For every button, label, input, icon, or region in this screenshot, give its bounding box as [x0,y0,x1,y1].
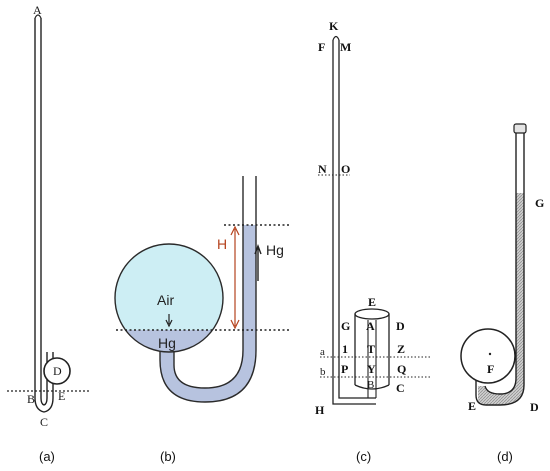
panel-c-tube-left [332,40,376,405]
panel-d-label-F: F [487,362,494,376]
panel-a-label-left: B [27,392,35,406]
panel-d-bulb [460,328,516,384]
panel-b-air-label: Air [157,292,174,308]
panel-c-label-Y: Y [367,362,376,376]
panel-a-tube-top [34,14,42,19]
panel-a: A D B E C (a) [7,3,90,464]
panel-a-label-bulb: D [53,364,62,378]
panel-c-label-M: M [340,40,351,54]
panel-a-bulb [43,357,71,385]
panel-b-tube-inner [173,225,244,389]
panel-d-caption: (d) [497,449,513,464]
panel-d-bulb-dot [488,352,492,356]
panel-a-label-top: A [33,3,42,17]
panel-c-label-P: P [341,362,348,376]
panel-c-label-H: H [315,403,325,417]
panel-c-label-E: E [368,295,376,309]
panel-b-pressure-arrow-head [165,319,173,328]
panel-d-tube-left [484,132,517,395]
panel-a-u-tube [34,18,54,413]
panel-d-tube-right [475,132,525,406]
panel-c-label-Z: Z [397,342,405,356]
panel-c-label-a: a [320,346,325,358]
panel-b-hg-bulb-label: Hg [158,335,176,351]
panel-b: Air Hg Hg H (b) [114,176,290,464]
panel-c-label-1: 1 [342,342,348,356]
panel-d: G F E D (d) [460,123,544,464]
panel-c-tube-top [332,35,340,41]
panel-b-height-label: H [217,236,227,252]
panel-c-label-G: G [341,319,350,333]
panel-c-label-N: N [318,162,327,176]
panel-a-caption: (a) [39,449,55,464]
panel-b-tube-outer [159,225,257,403]
panel-b-caption: (b) [160,449,176,464]
panel-c-label-C: C [396,381,405,395]
panel-c-label-A: A [366,319,375,333]
panel-c-label-B: B [367,379,374,391]
panel-c-cylinder-top [354,308,390,320]
panel-c-label-O: O [341,162,350,176]
panel-b-hg-tube-label: Hg [266,242,284,258]
panel-c-label-D: D [396,319,405,333]
panel-d-label-E: E [468,399,476,413]
panel-c-label-Q: Q [397,362,406,376]
panel-c-inner-tube [367,320,377,398]
panel-d-label-G: G [535,196,544,210]
panel-c-label-F: F [318,40,325,54]
panel-b-height-arrow-top [230,225,240,236]
panel-a-label-right: E [58,389,65,403]
panel-c-label-K: K [329,19,339,33]
panel-b-air [115,244,223,330]
panel-d-tube-cap [513,123,527,134]
panel-d-mercury-column [478,193,524,405]
panel-d-label-D: D [530,400,539,414]
panel-c-label-b: b [320,366,326,378]
panel-b-height-arrow-bottom [230,319,240,330]
panel-a-label-bottom: C [40,415,48,429]
panel-c-cylinder-bottom [354,384,390,390]
panel-b-bulb-outline [114,243,224,353]
panel-c-cylinder-body [354,314,390,385]
panel-b-flow-arrow-head [254,244,262,255]
panel-c-caption: (c) [356,449,371,464]
panel-c-tube-right [338,40,376,399]
panel-c: K F M N O E G A D a 1 T Z b P Y Q B C H … [315,19,432,464]
panel-c-label-T: T [367,342,375,356]
